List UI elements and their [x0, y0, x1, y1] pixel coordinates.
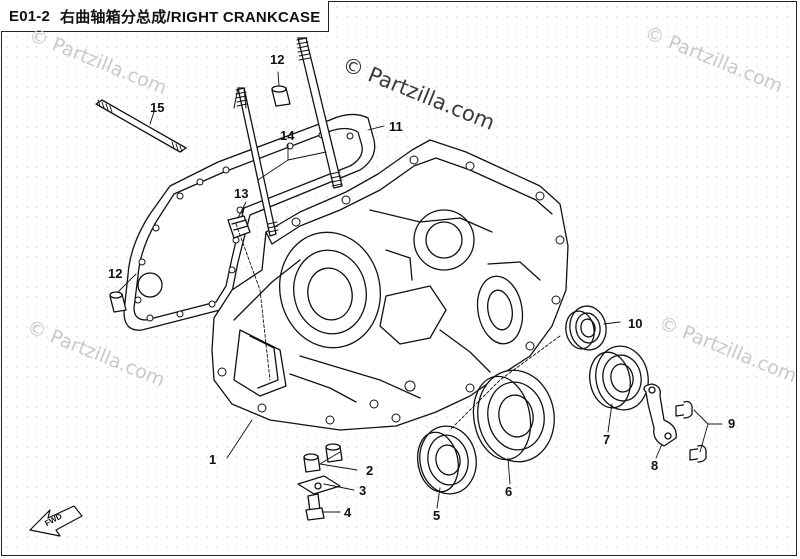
callout-5: 5 [433, 508, 440, 523]
plug-part-13 [227, 215, 251, 239]
callout-1: 1 [209, 452, 216, 467]
callout-12-top: 12 [270, 52, 284, 67]
part-4-bolt [305, 493, 325, 521]
callout-10: 10 [628, 316, 642, 331]
callout-7: 7 [603, 432, 610, 447]
fwd-arrow-icon [29, 505, 83, 537]
callout-12-left: 12 [108, 266, 122, 281]
bearing-part-7 [589, 345, 649, 411]
part-3-plate [297, 475, 341, 495]
callout-9: 9 [728, 416, 735, 431]
dowel-pin-left-part-12 [109, 291, 127, 313]
bearing-part-10 [565, 305, 607, 351]
callout-8: 8 [651, 458, 658, 473]
stud-bolt-part-15 [95, 99, 187, 153]
leader-lines [117, 71, 723, 513]
callout-3: 3 [359, 483, 366, 498]
screws-part-9 [675, 400, 707, 463]
dowel-pin-top-part-12 [271, 85, 291, 107]
diagram-title: E01-2 右曲轴箱分总成/RIGHT CRANKCASE [1, 1, 330, 32]
callout-13: 13 [234, 186, 248, 201]
callout-14: 14 [280, 128, 295, 143]
bearing-retainer-part-8 [643, 383, 677, 447]
title-name: 右曲轴箱分总成/RIGHT CRANKCASE [60, 8, 321, 26]
stud-bolts-part-14 [233, 37, 343, 237]
part-2-pins [303, 443, 343, 473]
title-code: E01-2 [9, 7, 51, 25]
callout-6: 6 [505, 484, 512, 499]
callout-2: 2 [366, 463, 373, 478]
callout-11: 11 [389, 119, 403, 134]
crankcase-body-part-1 [211, 139, 569, 431]
bearing-part-6 [472, 369, 555, 463]
callout-15: 15 [150, 100, 164, 115]
bearing-part-5 [416, 425, 477, 495]
callout-4: 4 [344, 505, 352, 520]
